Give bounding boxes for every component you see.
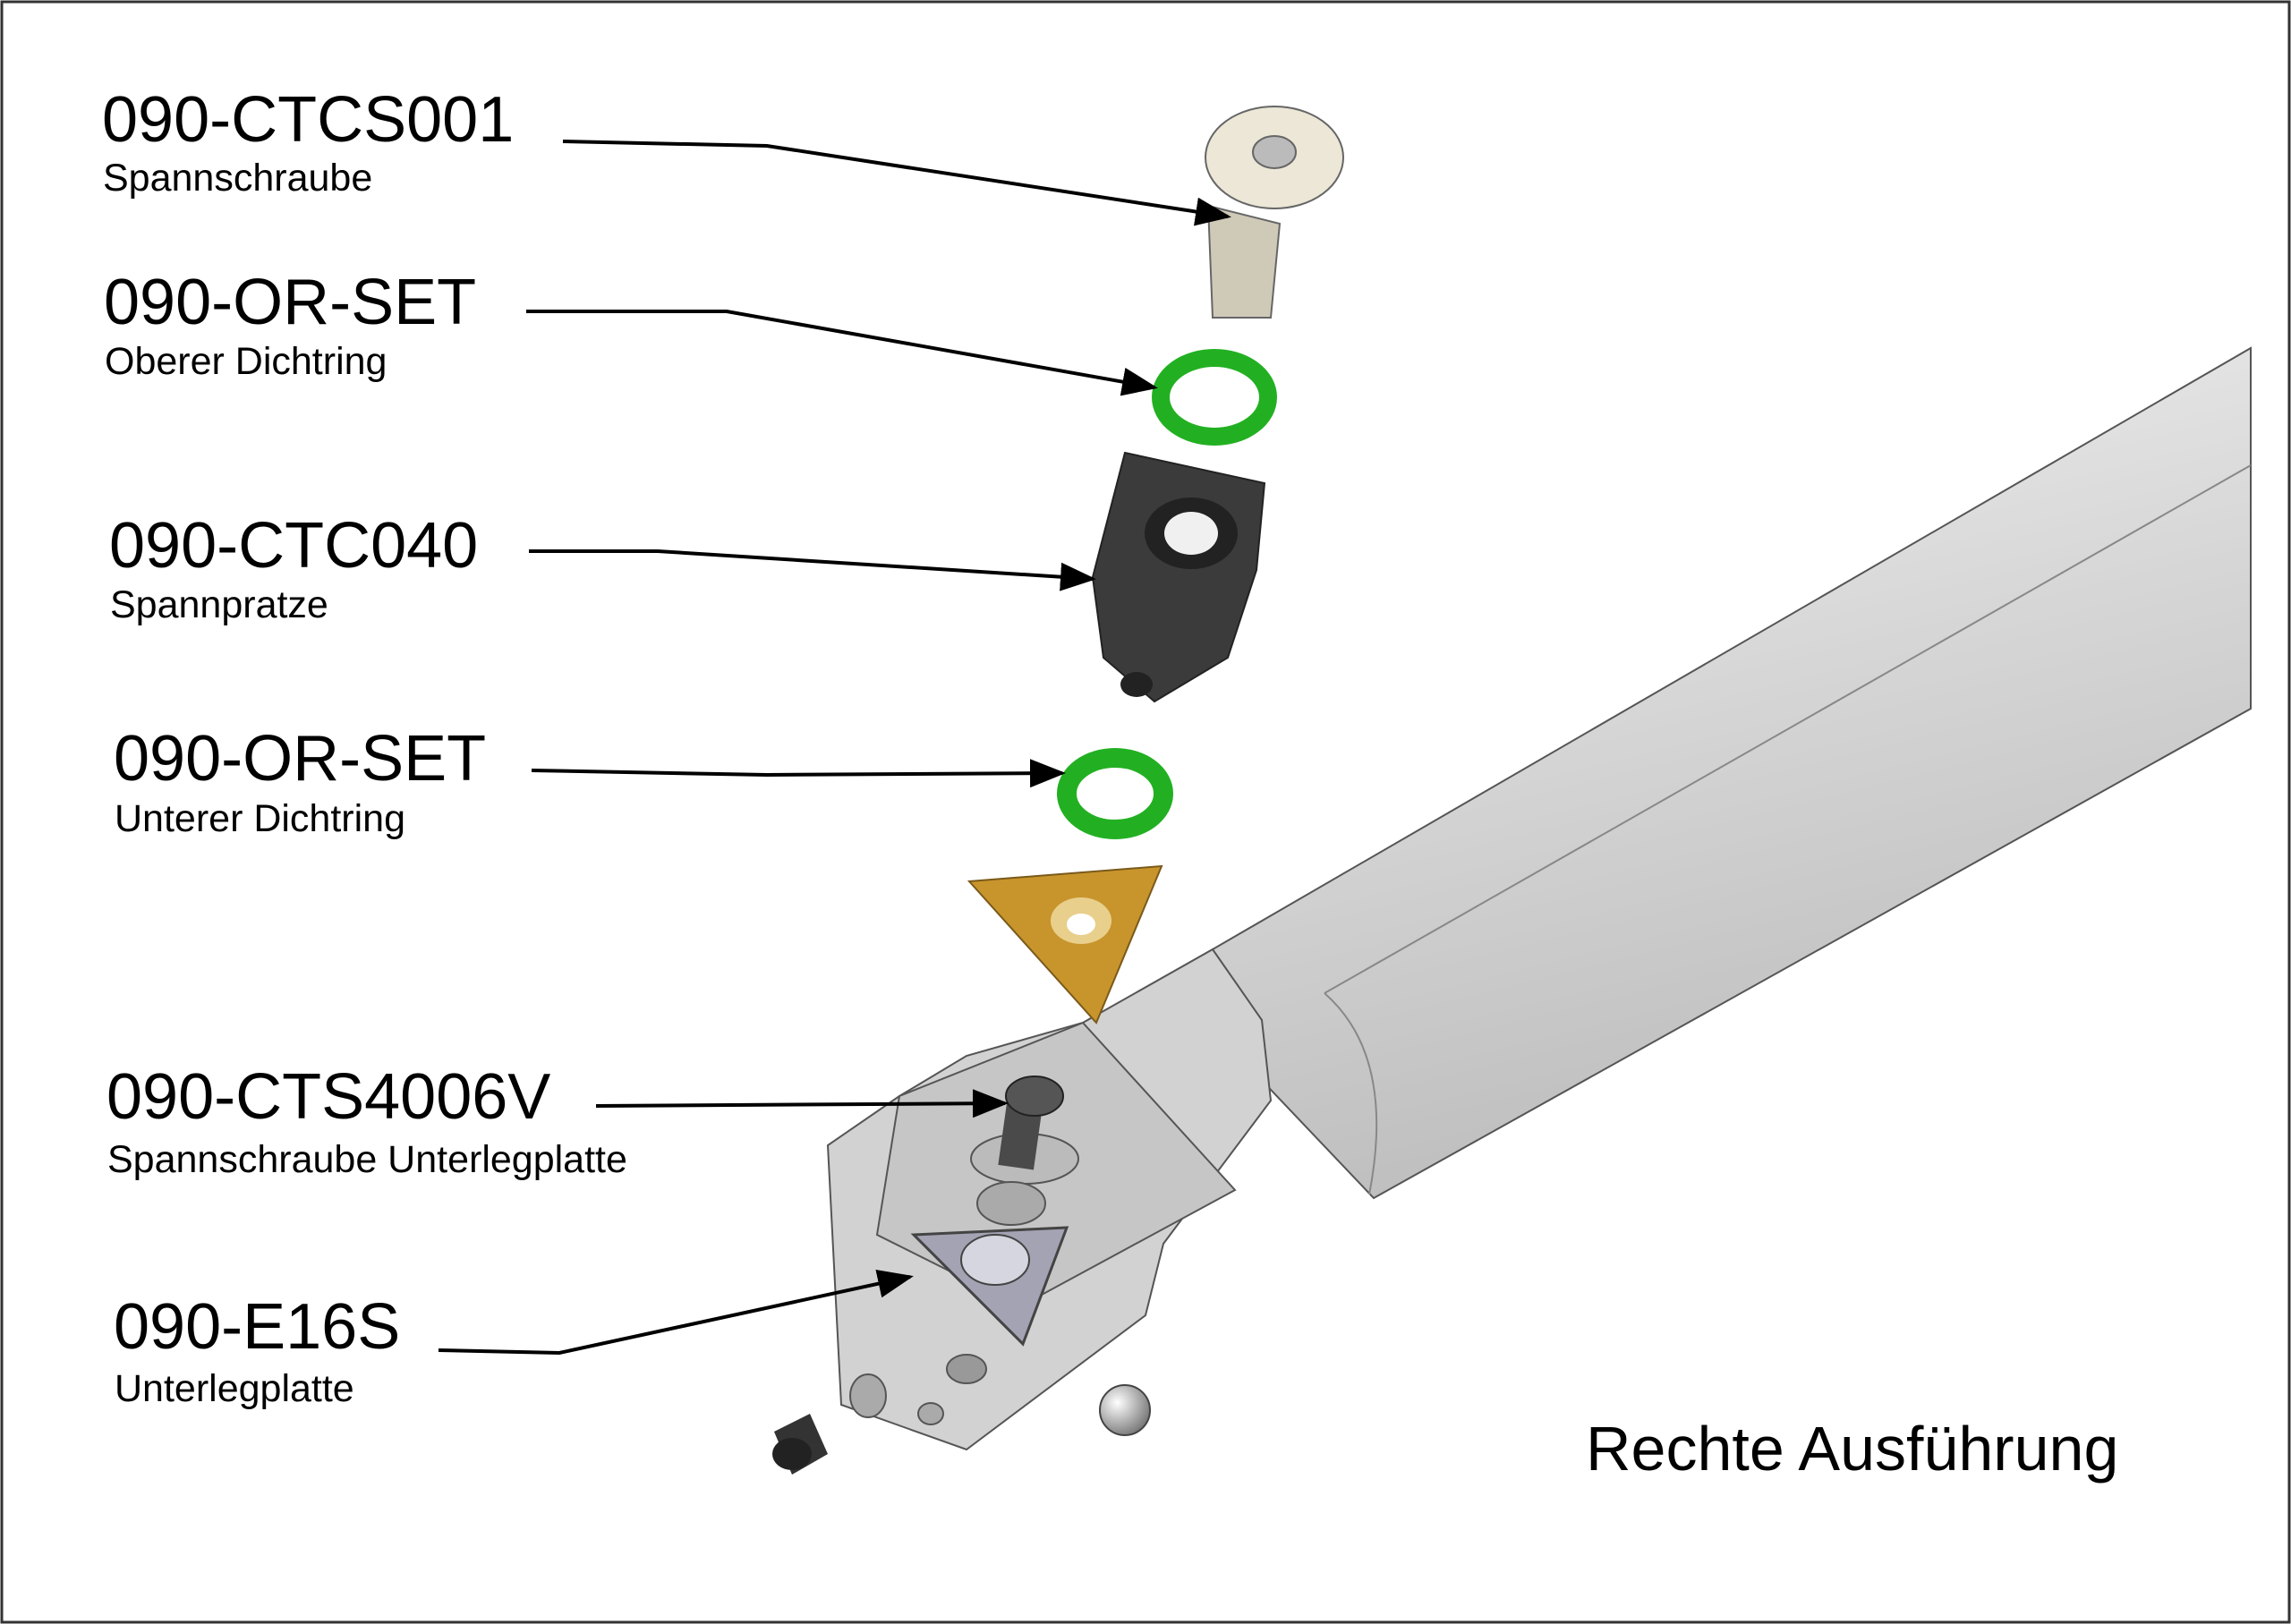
steel-ball — [1099, 1384, 1151, 1436]
part-description: Unterlegplatte — [115, 1367, 354, 1410]
lower-seal-ring — [1057, 748, 1173, 839]
part-description: Spannschraube Unterlegplatte — [107, 1138, 627, 1181]
shim-plate — [910, 1226, 1069, 1347]
part-code: 090-CTCS001 — [102, 84, 514, 156]
leader-line-2 — [526, 310, 1158, 396]
part-description: Oberer Dichtring — [105, 340, 387, 383]
leader-line-5 — [595, 1089, 1009, 1118]
leader-line-4 — [531, 759, 1066, 788]
bar-shank — [1211, 346, 2252, 1200]
part-code: 090-CTC040 — [109, 510, 478, 582]
part-description: Unterer Dichtring — [115, 797, 405, 840]
part-description: Spannschraube — [103, 157, 372, 200]
leader-line-3 — [529, 549, 1096, 591]
leader-line-6 — [438, 1269, 914, 1356]
set-screw — [772, 1414, 828, 1475]
upper-seal-ring — [1152, 349, 1277, 446]
leader-line-1 — [562, 140, 1231, 226]
boring-bar — [826, 346, 2252, 1451]
part-code: 090-E16S — [114, 1291, 400, 1363]
cutting-insert — [967, 864, 1163, 1025]
variant-caption: Rechte Ausführung — [1586, 1414, 2118, 1484]
part-description: Spannpratze — [110, 583, 328, 626]
part-code: 090-CTS4006V — [106, 1061, 550, 1133]
part-code: 090-OR-SET — [104, 267, 476, 338]
part-code: 090-OR-SET — [114, 723, 486, 795]
clamp-screw — [1205, 106, 1344, 319]
